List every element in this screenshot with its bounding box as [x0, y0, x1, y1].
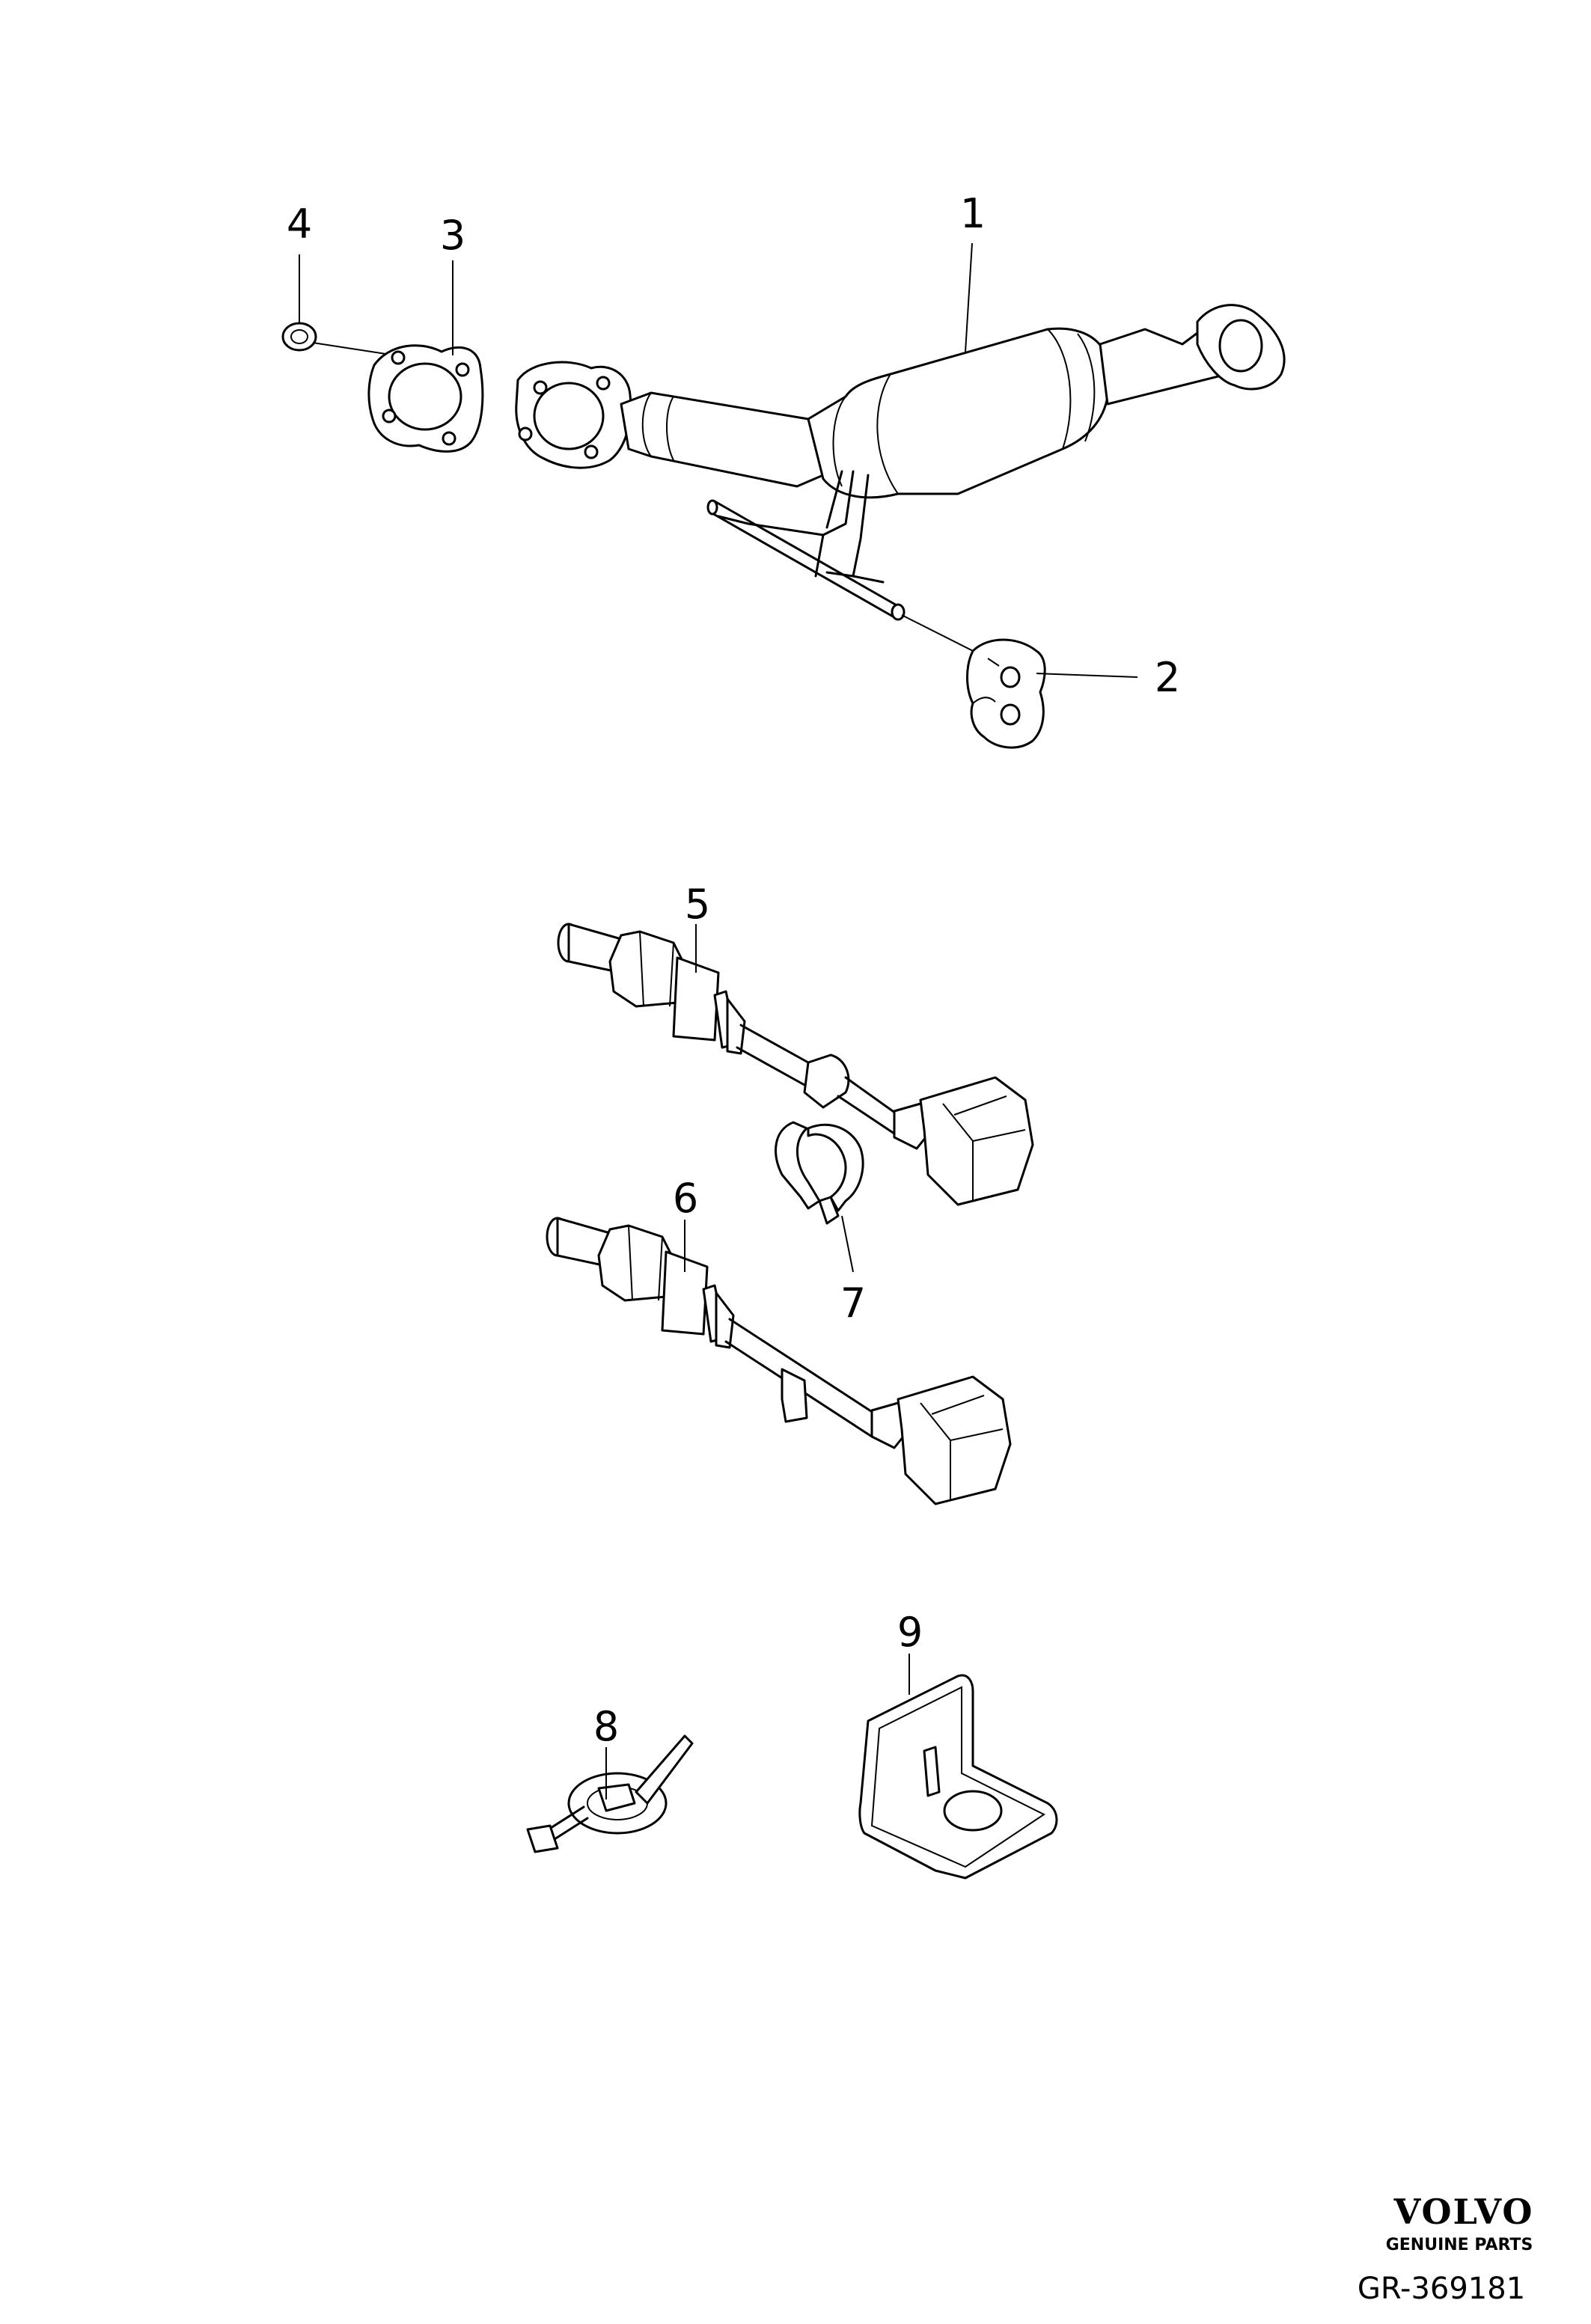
callout-numbers: 1 2 3 4 5 6 7 8 9 — [287, 190, 1180, 1750]
callout-1: 1 — [960, 190, 986, 237]
part-6-oxygen-sensor — [546, 1217, 1012, 1505]
branding: VOLVO GENUINE PARTS GR-369181 — [1358, 2192, 1534, 2306]
callout-9: 9 — [897, 1609, 923, 1656]
callout-5: 5 — [685, 881, 710, 928]
callout-7: 7 — [840, 1279, 866, 1327]
leader-lines — [299, 242, 1138, 1799]
callout-6: 6 — [673, 1175, 698, 1222]
part-1-catalytic-converter-pipe — [515, 304, 1286, 659]
reference-code: GR-369181 — [1358, 2272, 1525, 2306]
part-9-bracket — [858, 1674, 1058, 1880]
part-4-nut — [281, 322, 391, 355]
callout-8: 8 — [593, 1703, 619, 1750]
volvo-logo-text: VOLVO — [1393, 2192, 1534, 2232]
part-8-connector-clip — [526, 1734, 694, 1853]
callout-4: 4 — [287, 201, 312, 248]
part-5-oxygen-sensor — [557, 923, 1034, 1225]
part-2-rubber-hanger — [966, 638, 1046, 749]
callout-2: 2 — [1155, 654, 1180, 701]
callout-3: 3 — [440, 212, 465, 259]
genuine-parts-tagline: GENUINE PARTS — [1386, 2236, 1533, 2254]
part-3-gasket — [367, 344, 484, 453]
